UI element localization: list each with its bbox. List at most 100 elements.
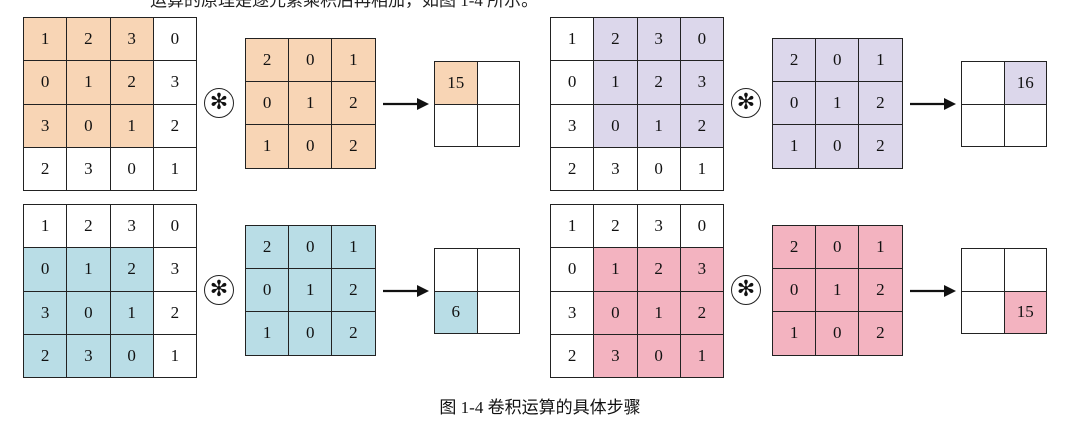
kernel-cell: 2: [773, 226, 816, 269]
output-matrix: 6: [434, 248, 520, 334]
kernel-cell: 0: [773, 269, 816, 312]
output-result-cell: 16: [1004, 62, 1046, 104]
output-cell: [477, 62, 519, 104]
output-matrix: 16: [961, 61, 1047, 147]
input-cell: 1: [110, 291, 153, 334]
kernel-cell: 2: [859, 312, 902, 355]
kernel-cell: 0: [816, 125, 859, 168]
kernel-cell: 1: [773, 125, 816, 168]
input-cell: 0: [24, 61, 67, 104]
input-cell: 2: [24, 147, 67, 190]
convolution-operator-icon: ✻: [204, 275, 234, 305]
input-cell: 1: [67, 61, 110, 104]
kernel-cell: 2: [332, 269, 375, 312]
kernel-cell: 2: [332, 82, 375, 125]
input-cell: 2: [680, 104, 723, 147]
kernel-cell: 1: [816, 82, 859, 125]
input-cell: 2: [637, 61, 680, 104]
kernel-cell: 1: [246, 312, 289, 355]
input-cell: 2: [67, 18, 110, 61]
input-cell: 3: [594, 334, 637, 377]
input-cell: 0: [67, 291, 110, 334]
input-cell: 3: [680, 61, 723, 104]
input-cell: 0: [110, 334, 153, 377]
output-matrix: 15: [434, 61, 520, 147]
input-cell: 1: [24, 18, 67, 61]
kernel-cell: 1: [332, 39, 375, 82]
input-cell: 1: [67, 248, 110, 291]
kernel-cell: 0: [246, 82, 289, 125]
input-cell: 3: [551, 291, 594, 334]
input-cell: 0: [67, 104, 110, 147]
output-result-cell: 6: [435, 291, 477, 333]
input-cell: 0: [551, 248, 594, 291]
kernel-cell: 2: [859, 125, 902, 168]
convolution-operator-icon: ✻: [204, 88, 234, 118]
input-cell: 2: [67, 205, 110, 248]
kernel-cell: 2: [332, 312, 375, 355]
input-cell: 2: [594, 18, 637, 61]
arrow-right-icon: [383, 285, 429, 297]
input-cell: 1: [153, 147, 196, 190]
input-cell: 0: [24, 248, 67, 291]
input-cell: 3: [153, 61, 196, 104]
input-cell: 1: [24, 205, 67, 248]
kernel-cell: 1: [246, 125, 289, 168]
input-cell: 1: [594, 61, 637, 104]
kernel-cell: 0: [289, 226, 332, 269]
input-cell: 0: [637, 334, 680, 377]
convolution-operator-icon: ✻: [731, 88, 761, 118]
kernel-cell: 0: [289, 125, 332, 168]
input-cell: 1: [680, 334, 723, 377]
input-cell: 2: [110, 248, 153, 291]
input-cell: 0: [637, 147, 680, 190]
output-matrix: 15: [961, 248, 1047, 334]
kernel-cell: 1: [332, 226, 375, 269]
kernel-cell: 0: [816, 39, 859, 82]
output-cell: [1004, 104, 1046, 146]
input-cell: 2: [551, 147, 594, 190]
kernel-cell: 2: [246, 226, 289, 269]
input-cell: 2: [153, 104, 196, 147]
input-cell: 3: [24, 291, 67, 334]
output-cell: [962, 62, 1004, 104]
kernel-cell: 2: [859, 82, 902, 125]
input-cell: 3: [637, 205, 680, 248]
input-cell: 3: [153, 248, 196, 291]
output-cell: [1004, 249, 1046, 291]
input-cell: 3: [110, 205, 153, 248]
input-cell: 2: [551, 334, 594, 377]
kernel-cell: 0: [816, 226, 859, 269]
kernel-cell: 0: [289, 312, 332, 355]
input-cell: 0: [594, 291, 637, 334]
input-cell: 2: [110, 61, 153, 104]
input-cell: 2: [680, 291, 723, 334]
input-cell: 2: [153, 291, 196, 334]
input-cell: 3: [594, 147, 637, 190]
kernel-cell: 1: [816, 269, 859, 312]
input-cell: 0: [680, 18, 723, 61]
input-cell: 1: [637, 104, 680, 147]
output-result-cell: 15: [1004, 291, 1046, 333]
input-cell: 1: [637, 291, 680, 334]
input-cell: 1: [551, 205, 594, 248]
kernel-cell: 1: [289, 269, 332, 312]
input-cell: 1: [110, 104, 153, 147]
kernel-cell: 2: [859, 269, 902, 312]
output-cell: [435, 249, 477, 291]
figure-caption: 图 1-4 卷积运算的具体步骤: [439, 398, 641, 417]
input-cell: 3: [67, 334, 110, 377]
kernel-cell: 0: [246, 269, 289, 312]
kernel-cell: 2: [246, 39, 289, 82]
input-cell: 3: [637, 18, 680, 61]
input-cell: 3: [551, 104, 594, 147]
input-cell: 3: [67, 147, 110, 190]
input-cell: 2: [24, 334, 67, 377]
output-cell: [477, 249, 519, 291]
